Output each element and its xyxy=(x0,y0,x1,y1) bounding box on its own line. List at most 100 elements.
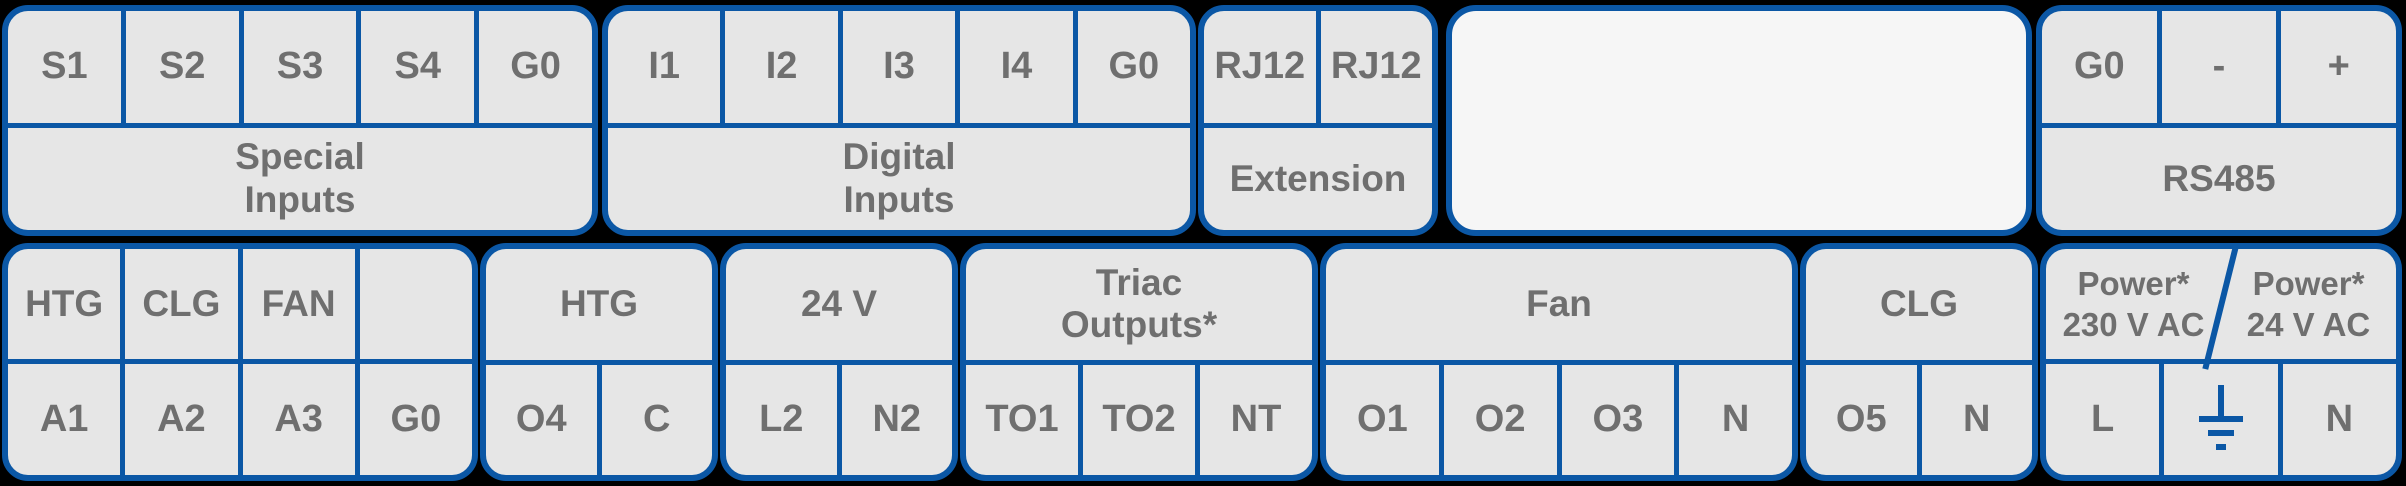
terminal-label: A3 xyxy=(274,397,323,440)
label-fan: FAN xyxy=(237,249,355,359)
terminal-plus: + xyxy=(2276,11,2396,123)
group-label-text: Power* 230 V AC xyxy=(2062,264,2205,343)
terminal-to1: TO1 xyxy=(966,365,1078,476)
terminal-label: NT xyxy=(1230,397,1282,440)
earth-ground-icon xyxy=(2198,384,2243,450)
block-clg: CLG O5 N xyxy=(1800,243,2038,481)
terminal-l2: L2 xyxy=(726,365,837,476)
label-htg: HTG xyxy=(8,249,120,359)
group-label-rs485: RS485 xyxy=(2042,128,2396,230)
block-htg: HTG O4 C xyxy=(480,243,718,481)
blank-module-panel xyxy=(1446,5,2032,236)
terminal-label: I1 xyxy=(648,45,681,88)
terminal-g0: G0 xyxy=(1072,11,1190,123)
terminal-label: O3 xyxy=(1592,397,1644,440)
terminal-label: I4 xyxy=(1000,45,1033,88)
column-label: CLG xyxy=(142,282,221,324)
terminal-i4: I4 xyxy=(955,11,1072,123)
group-label-htg: HTG xyxy=(486,249,712,360)
terminal-row: I1 I2 I3 I4 G0 xyxy=(608,11,1190,128)
terminal-s4: S4 xyxy=(356,11,474,123)
terminal-row: A1 A2 A3 G0 xyxy=(8,359,472,475)
terminal-row: O4 C xyxy=(486,359,713,476)
terminal-label: O1 xyxy=(1357,397,1408,440)
terminal-label: N xyxy=(1721,397,1750,440)
terminal-o2: O2 xyxy=(1438,364,1557,475)
terminal-label: S4 xyxy=(394,45,442,88)
group-label-power: Power* 230 V AC Power* 24 V AC xyxy=(2046,249,2396,370)
terminal-label: + xyxy=(2327,45,2350,88)
block-extension: RJ12 RJ12 Extension xyxy=(1198,5,1438,236)
terminal-l: L xyxy=(2046,364,2159,475)
terminal-row: RJ12 RJ12 xyxy=(1204,11,1432,128)
terminal-i1: I1 xyxy=(608,11,720,123)
terminal-o5: O5 xyxy=(1806,365,1917,476)
terminal-a3: A3 xyxy=(237,364,355,475)
column-label: HTG xyxy=(25,282,104,324)
terminal-earth xyxy=(2159,364,2277,475)
terminal-label: G0 xyxy=(390,397,442,440)
group-label-triac-outputs: Triac Outputs* xyxy=(966,249,1312,360)
group-label-text: Triac Outputs* xyxy=(1060,261,1218,346)
group-label-fan: Fan xyxy=(1326,249,1792,360)
power-label-230vac: Power* 230 V AC xyxy=(2046,249,2221,359)
group-label-clg: CLG xyxy=(1806,249,2032,360)
group-label-special-inputs: Special Inputs xyxy=(8,128,592,230)
terminal-label: C xyxy=(643,397,671,440)
group-label-text: Power* 24 V AC xyxy=(2246,264,2371,343)
terminal-label: G0 xyxy=(510,45,561,88)
label-blank xyxy=(354,249,472,359)
terminal-c: C xyxy=(596,364,713,475)
terminal-row: TO1 TO2 NT xyxy=(966,359,1312,476)
terminal-label: S2 xyxy=(158,45,206,88)
terminal-label: A2 xyxy=(157,397,206,440)
terminal-row: O1 O2 O3 N xyxy=(1326,359,1792,476)
terminal-label: N2 xyxy=(872,397,922,440)
block-digital-inputs: I1 I2 I3 I4 G0 Digital Inputs xyxy=(602,5,1196,236)
terminal-label: N xyxy=(1963,397,1991,440)
terminal-nt: NT xyxy=(1195,364,1312,475)
terminal-label: L xyxy=(2091,397,2115,440)
terminal-row: L2 N2 xyxy=(726,359,953,476)
block-24v: 24 V L2 N2 xyxy=(720,243,958,481)
terminal-label: G0 xyxy=(1108,45,1160,88)
terminal-o3: O3 xyxy=(1556,364,1675,475)
terminal-label: S1 xyxy=(41,45,88,88)
terminal-row: S1 S2 S3 S4 G0 xyxy=(8,11,592,128)
terminal-a1: A1 xyxy=(8,364,120,475)
terminal-o4: O4 xyxy=(486,365,597,476)
terminal-g0: G0 xyxy=(2042,11,2157,123)
terminal-o1: O1 xyxy=(1326,365,1439,476)
group-label-text: Special Inputs xyxy=(235,136,365,220)
group-label-extension: Extension xyxy=(1204,128,1432,230)
terminal-a2: A2 xyxy=(120,364,237,475)
terminal-label: A1 xyxy=(39,397,89,440)
block-triac-outputs: Triac Outputs* TO1 TO2 NT xyxy=(960,243,1318,481)
terminal-n: N xyxy=(2277,364,2396,475)
terminal-label: - xyxy=(2212,45,2226,88)
terminal-rj12-2: RJ12 xyxy=(1315,11,1433,123)
terminal-s3: S3 xyxy=(238,11,357,123)
group-label-text: RS485 xyxy=(2162,157,2276,199)
group-label-text: HTG xyxy=(559,282,639,324)
block-rs485: G0 - + RS485 xyxy=(2036,5,2402,236)
group-label-text: 24 V xyxy=(800,282,878,324)
terminal-to2: TO2 xyxy=(1078,364,1195,475)
terminal-rj12-1: RJ12 xyxy=(1204,11,1316,123)
block-special-inputs: S1 S2 S3 S4 G0 Special Inputs xyxy=(2,5,598,236)
column-label: FAN xyxy=(261,282,336,324)
terminal-label: TO2 xyxy=(1102,397,1176,440)
terminal-g0: G0 xyxy=(474,11,592,123)
terminal-n2: N2 xyxy=(836,364,953,475)
power-label-24vac: Power* 24 V AC xyxy=(2221,249,2396,359)
terminal-s1: S1 xyxy=(8,11,121,123)
group-label-text: CLG xyxy=(1879,282,1959,324)
terminal-s2: S2 xyxy=(120,11,239,123)
terminal-n: N xyxy=(1916,364,2033,475)
terminal-label: RJ12 xyxy=(1214,45,1306,88)
group-label-text: Digital Inputs xyxy=(842,136,956,220)
terminal-label: O4 xyxy=(515,397,567,440)
group-label-text: Extension xyxy=(1229,157,1407,199)
terminal-label: N xyxy=(2325,397,2354,440)
